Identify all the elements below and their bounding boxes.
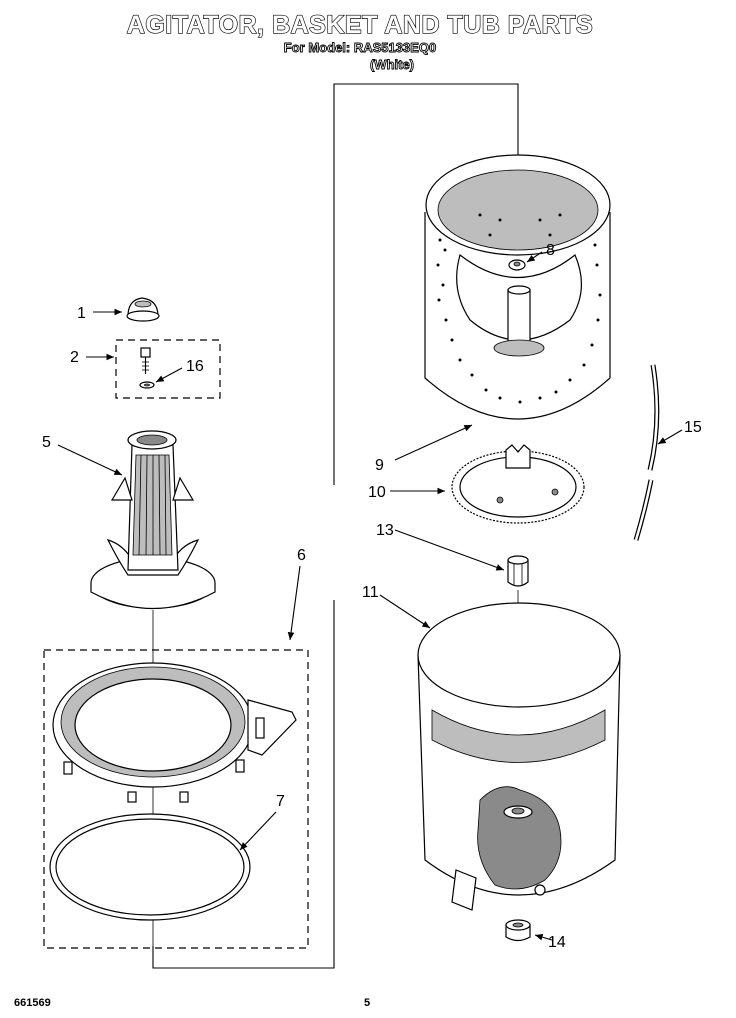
callout-1: 1 — [77, 305, 86, 322]
part-tub-nut — [505, 919, 531, 942]
part-washer — [139, 381, 155, 389]
callout-16: 16 — [186, 358, 204, 375]
callout-5: 5 — [42, 434, 51, 451]
part-outer-tub — [417, 602, 621, 911]
part-drive-ring — [451, 444, 585, 524]
part-basket — [424, 154, 611, 420]
part-basket-nut — [508, 259, 526, 271]
page-title: AGITATOR, BASKET AND TUB PARTS — [127, 11, 593, 39]
part-drive-coupling — [507, 555, 529, 587]
callout-2: 2 — [70, 349, 79, 366]
color-line: (White) — [370, 57, 414, 72]
part-agitator — [90, 430, 216, 610]
model-line: For Model: RAS5133EQ0 — [284, 40, 436, 55]
callout-9: 9 — [375, 457, 384, 474]
callout-arrows — [57, 251, 683, 941]
callout-6: 6 — [297, 547, 306, 564]
bolt-kit-group-box — [115, 339, 221, 399]
callout-15: 15 — [684, 419, 702, 436]
callout-13: 13 — [376, 522, 394, 539]
tub-ring-group-box — [43, 649, 309, 949]
part-agitator-bolt — [140, 347, 151, 374]
doc-number: 661569 — [14, 997, 51, 1009]
callout-8: 8 — [546, 242, 555, 259]
page-number: 5 — [364, 997, 370, 1009]
callout-11: 11 — [362, 584, 379, 601]
callout-7: 7 — [276, 793, 285, 810]
callout-14: 14 — [548, 934, 566, 951]
part-overflow-hose — [633, 364, 660, 541]
part-tub-ring-gasket — [49, 813, 251, 921]
part-tub-ring — [52, 662, 297, 803]
callout-10: 10 — [368, 484, 386, 501]
part-agitator-cap — [126, 297, 160, 322]
